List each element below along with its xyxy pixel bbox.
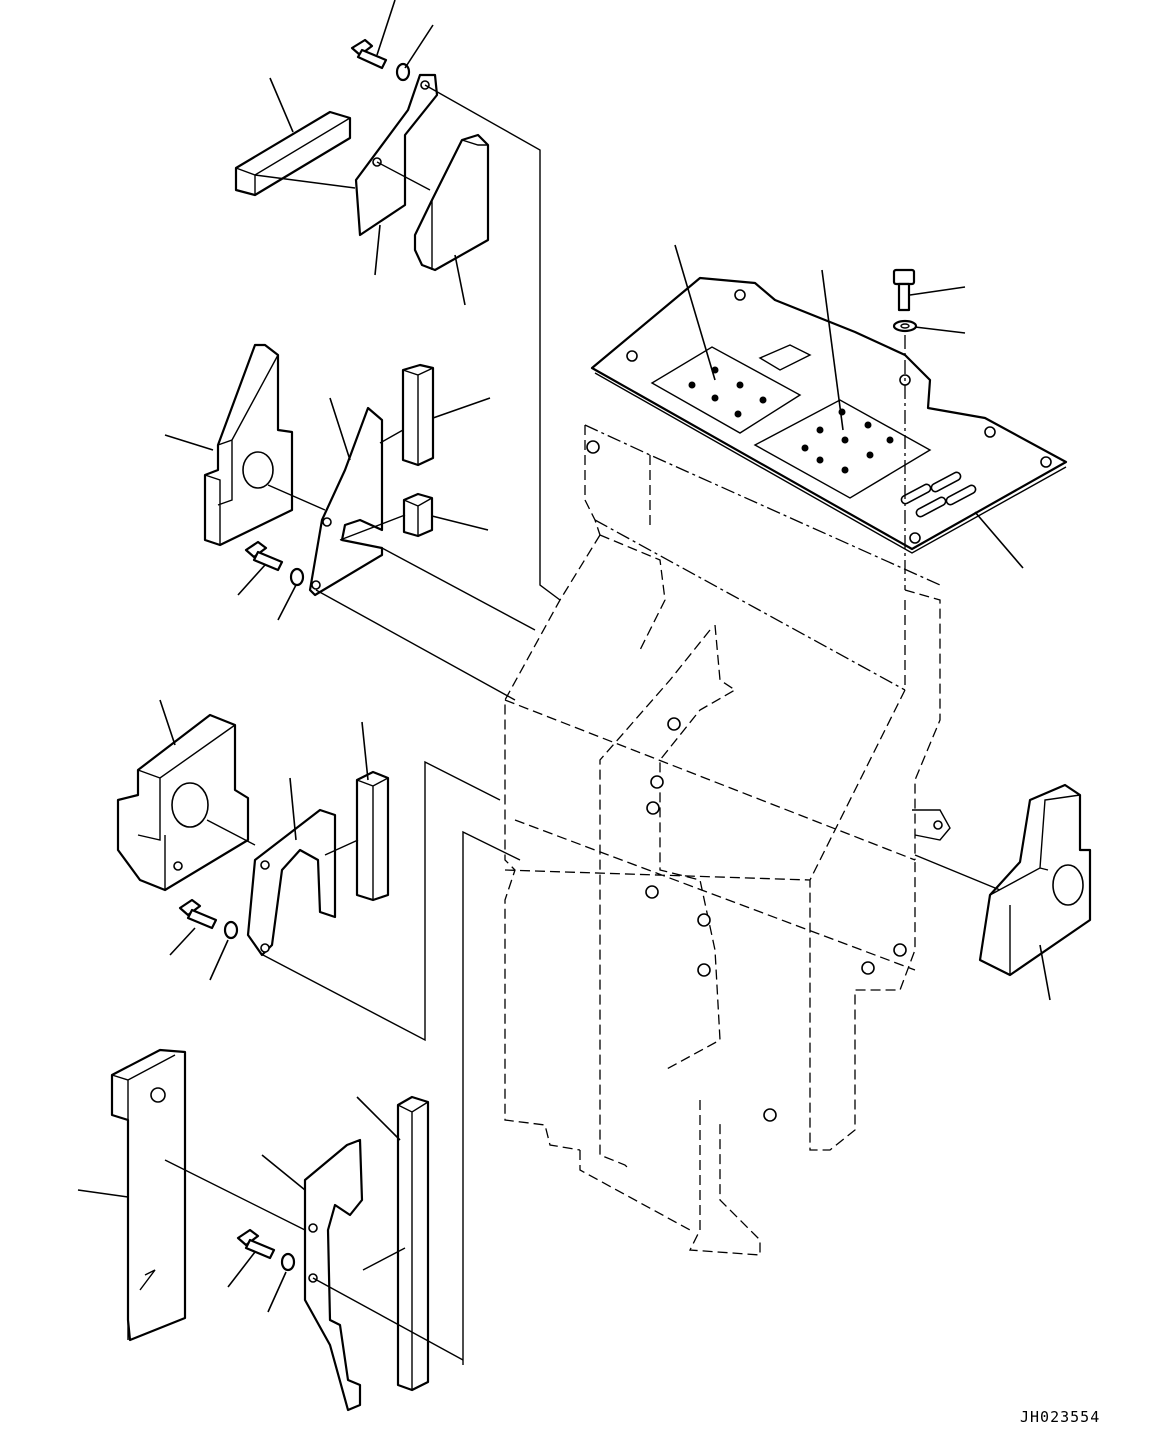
top-bracket-plate (354, 73, 439, 237)
assembly-lines (164, 84, 1001, 1365)
floor-plate-holes (626, 289, 1052, 544)
top-weight-block (413, 133, 490, 272)
frame-nuts (586, 440, 907, 1122)
mid-spacer-tall (401, 363, 435, 467)
bottom-bracket-plate (303, 1138, 364, 1412)
leader-lines (77, 0, 1051, 1313)
lower-bracket-plate (246, 808, 337, 957)
bottom-weight-bar (110, 1048, 187, 1342)
mid-spacer-small (402, 492, 434, 538)
bottom-spacer (396, 1095, 430, 1392)
mid-bolt (244, 540, 305, 587)
mid-weight-block (203, 343, 294, 547)
bottom-bolt (236, 1228, 296, 1272)
floor-plate-vent-slots (900, 471, 977, 518)
drawing-id-label: JH023554 (1020, 1408, 1101, 1426)
floor-bolt (892, 268, 918, 333)
top-bolt (350, 38, 411, 82)
top-weight-bar (234, 110, 352, 197)
lower-bolt (178, 898, 239, 940)
mid-bracket-plate (308, 406, 384, 597)
lower-spacer (355, 770, 390, 902)
cab-frame (504, 424, 951, 1256)
lower-weight-block (116, 713, 250, 892)
right-weight-block (978, 783, 1092, 977)
floor-plate (590, 276, 1068, 590)
